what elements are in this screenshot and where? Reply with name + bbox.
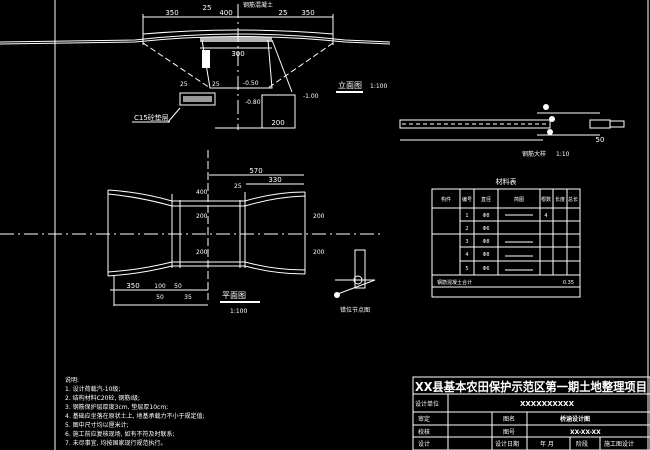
dim-text: 200: [313, 249, 325, 256]
table-cell: 5: [465, 266, 468, 272]
note-item: 3. 钢筋保护层厚度3cm, 垫层厚10cm;: [65, 403, 168, 411]
c15-pad: [179, 92, 216, 106]
table-header: 简图: [514, 196, 524, 203]
deck-slab: [200, 37, 272, 42]
rebar-title: 钢筋大样: [522, 150, 546, 158]
table-cell: Φ6: [482, 226, 489, 232]
dim-text: 350: [301, 9, 314, 17]
label: 设计日期: [495, 440, 519, 448]
table-cell: Φ8: [482, 239, 489, 245]
elevation-scale: 1:100: [370, 83, 387, 90]
dim-text: 350: [165, 9, 178, 17]
table-footer: 钢筋混凝土合计: [437, 279, 472, 286]
label-text: 钢筋混凝土: [243, 1, 273, 9]
table-header: 根数: [541, 196, 551, 203]
label: 图号: [503, 429, 515, 436]
dim-text: 400: [219, 9, 232, 17]
detail-title: 错位节点图: [340, 306, 370, 314]
project-title: XX县基本农田保护示范区第一期土地整理项目: [415, 379, 647, 394]
notes-title: 说明:: [65, 376, 79, 384]
level-text: -1.00: [303, 93, 319, 100]
plan-title: 平面图: [222, 291, 246, 300]
dim-text: 100: [154, 283, 166, 290]
table-cell: 4: [465, 252, 468, 258]
dim-text: 50: [156, 294, 164, 301]
note-item: 5. 图中尺寸均以厘米计;: [65, 421, 129, 429]
title-block: XX县基本农田保护示范区第一期土地整理项目 设计单位 XXXXXXXXXX 审定…: [412, 376, 650, 450]
dim-text: 25: [212, 81, 220, 88]
note-item: 4. 基础应坐落在原状土上, 地基承载力不小于规定值;: [65, 412, 204, 420]
label: 图名: [503, 415, 515, 423]
material-table: 材料表 构件 编号 直径 简图 根数 长度 总长 1 Φ8 4 2 Φ6 3 Φ: [431, 177, 581, 298]
dim-text: 50: [174, 283, 182, 290]
table-header: 长度: [555, 196, 565, 203]
table-header: 编号: [462, 196, 472, 203]
offset-node-detail: 错位节点图: [334, 249, 376, 314]
dim-text: 200: [196, 213, 208, 220]
table-cell: 4: [544, 213, 547, 219]
dim-text: 50: [596, 136, 605, 144]
notes: 说明: 1. 设计荷载汽-10级; 2. 结构材料C20砼, 钢筋I级; 3. …: [65, 376, 204, 447]
date: 年 月: [540, 440, 554, 448]
table-cell: Φ8: [482, 252, 489, 258]
note-item: 2. 结构材料C20砼, 钢筋I级;: [65, 394, 140, 402]
table-footer-value: 0.35: [563, 280, 574, 286]
drawing-name: 桥涵设计图: [560, 415, 590, 423]
designer-unit: XXXXXXXXXX: [520, 400, 575, 408]
label: 校核: [418, 428, 430, 436]
label: 设计单位: [415, 400, 439, 408]
note-item: 1. 设计荷载汽-10级;: [65, 385, 120, 393]
pad-label: C15砼垫层: [134, 113, 169, 122]
dim-text: 200: [313, 213, 325, 220]
stage: 施工图设计: [604, 440, 634, 448]
dim-text: 25: [279, 9, 288, 17]
level-text: -0.50: [243, 80, 259, 87]
drawing-number: XX-XX-XX: [570, 429, 601, 436]
dim-text: 25: [180, 81, 188, 88]
plan-scale: 1:100: [230, 308, 247, 315]
rebar-detail: 50 钢筋大样 1:10: [399, 104, 625, 158]
dim-text: 400: [196, 189, 208, 196]
table-header: 总长: [568, 196, 578, 203]
label: 设计: [418, 440, 430, 448]
dim-text: 25: [203, 4, 212, 12]
rebar-scale: 1:10: [556, 151, 570, 158]
table-cell: 3: [465, 239, 468, 245]
table-cell: 2: [465, 226, 468, 232]
dim-text: 570: [249, 167, 262, 175]
table-cell: 1: [465, 213, 468, 219]
level-text: -0.80: [245, 99, 261, 106]
note-item: 7. 未尽事宜, 均按国家现行规范执行。: [65, 439, 166, 447]
dim-text: 330: [268, 176, 281, 184]
table-header: 直径: [481, 196, 491, 203]
label: 审定: [418, 415, 430, 423]
dim-text: 200: [271, 119, 284, 127]
dim-text: 35: [184, 294, 192, 301]
plan-view: 570 330 25 400 200 200 200 200 350 100 5…: [0, 150, 380, 315]
label: 阶段: [576, 440, 588, 448]
table-cell: Φ8: [482, 213, 489, 219]
table-title: 材料表: [496, 177, 517, 186]
dim-text: 350: [126, 282, 139, 290]
dim-text: 300: [231, 50, 244, 58]
elevation-view: 350 25 400 25 350 钢筋混凝土 300 25 25 200 -0…: [0, 1, 391, 130]
dim-text: 200: [196, 249, 208, 256]
table-cell: Φ6: [482, 266, 489, 272]
elevation-title: 立面图: [338, 80, 362, 90]
note-item: 6. 施工前应复核现场, 如有不符及时联系;: [65, 430, 174, 438]
dim-text: 25: [234, 183, 242, 190]
table-header: 构件: [441, 196, 451, 203]
